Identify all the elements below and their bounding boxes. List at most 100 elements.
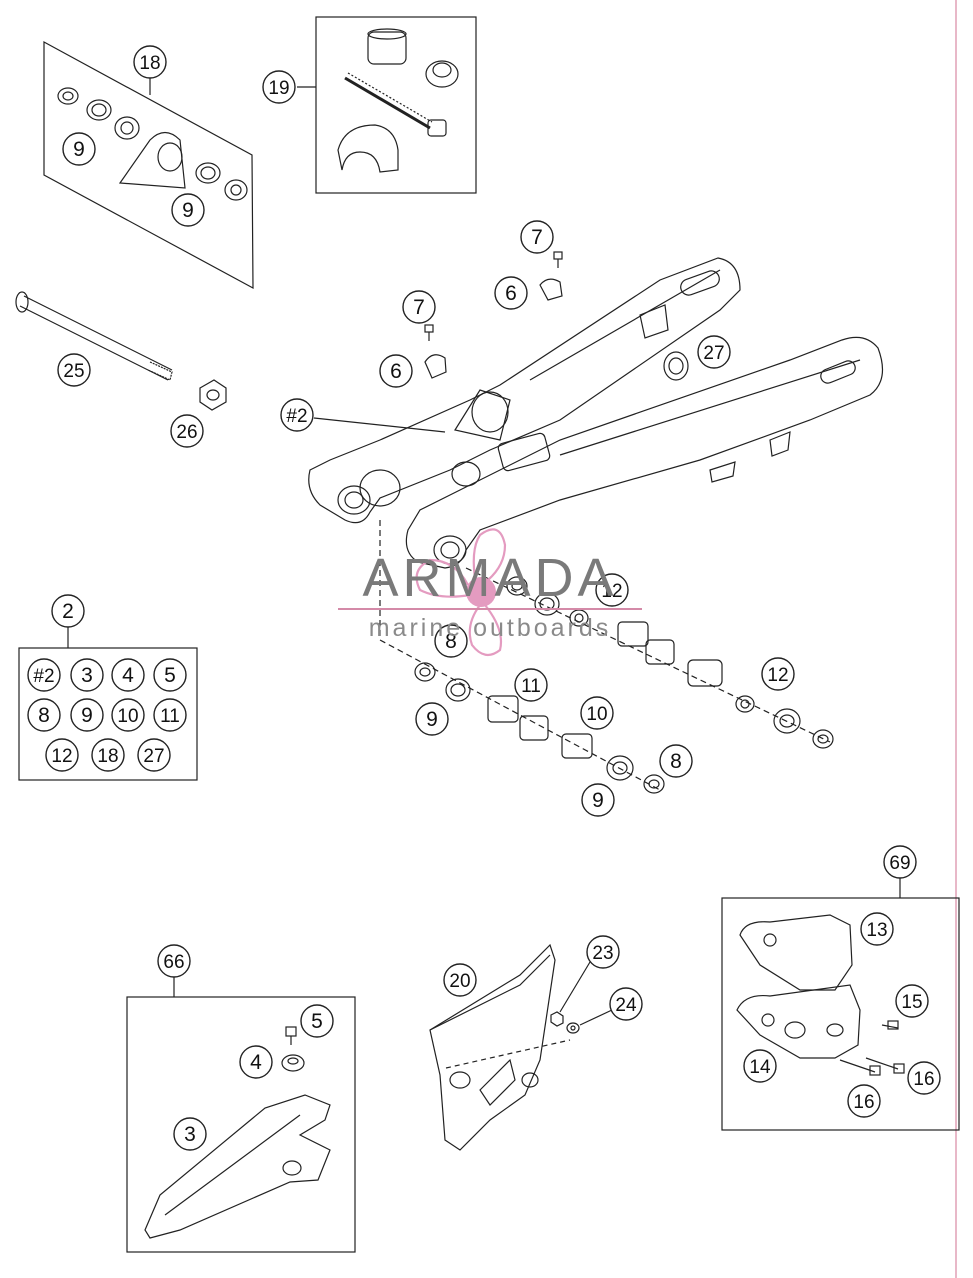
- chain-slider-parts: [144, 1026, 331, 1239]
- callout-p14-label: 14: [749, 1057, 771, 1078]
- callout-bear12a: 12: [595, 573, 629, 607]
- chain-guard-20: [429, 943, 571, 1151]
- kit18-frame: [43, 40, 254, 290]
- kit2-item-1: 3: [70, 658, 104, 692]
- kit2-item-4-label: 8: [38, 704, 50, 727]
- callout-p3: 3: [173, 1117, 207, 1151]
- kit18-parts: [57, 87, 248, 201]
- ring-27: [663, 351, 689, 381]
- kit69-frame: [721, 897, 960, 1131]
- callout-p16a-label: 16: [913, 1069, 934, 1090]
- swingarm: [308, 257, 884, 569]
- callout-kit18: 18: [133, 45, 167, 79]
- callout-p15-label: 15: [901, 992, 922, 1013]
- kit2-item-4: 8: [27, 698, 61, 732]
- callout-p15: 15: [895, 984, 929, 1018]
- callout-kit69: 69: [883, 845, 917, 879]
- kit2-item-7: 11: [153, 698, 187, 732]
- kit2-item-2-label: 4: [122, 664, 134, 687]
- kit19-frame: [315, 16, 477, 194]
- kit2-item-10: 27: [137, 738, 171, 772]
- callout-clip6b-label: 6: [390, 360, 402, 383]
- callout-ring27: 27: [697, 335, 731, 369]
- callout-clip6b: 6: [379, 354, 413, 388]
- kit2-item-2: 4: [111, 658, 145, 692]
- bearing-stack-upper: [465, 567, 834, 749]
- callout-p23: 23: [586, 935, 620, 969]
- callout-p5: 5: [300, 1004, 334, 1038]
- callout-p24: 24: [609, 987, 643, 1021]
- kit19-parts: [337, 28, 459, 173]
- kit2-item-1-label: 3: [81, 664, 93, 687]
- callout-kit18_p9a: 9: [62, 132, 96, 166]
- kit2-item-6-label: 10: [117, 706, 138, 727]
- callout-kit19: 19: [262, 70, 296, 104]
- callout-kit66: 66: [157, 944, 191, 978]
- kit66-frame: [126, 996, 356, 1253]
- callout-bolt7b-label: 7: [413, 296, 425, 319]
- callout-bear12a-label: 12: [601, 581, 622, 602]
- watermark-propeller-logo: [415, 528, 507, 657]
- kit2-item-0: #2: [27, 658, 61, 692]
- bolt-7a: [553, 251, 563, 268]
- callout-arm2: #2: [280, 398, 314, 432]
- callout-p24-label: 24: [615, 995, 637, 1016]
- callout-bear10: 10: [580, 696, 614, 730]
- callout-nut26-label: 26: [176, 422, 197, 443]
- callout-kit19-label: 19: [268, 78, 289, 99]
- callout-arm2-label: #2: [286, 406, 307, 427]
- callout-p13-label: 13: [866, 920, 887, 941]
- callout-bear12b-label: 12: [767, 665, 788, 686]
- callout-p5-label: 5: [311, 1010, 323, 1033]
- callout-p16a: 16: [907, 1061, 941, 1095]
- kit2-item-6: 10: [111, 698, 145, 732]
- callout-p23-label: 23: [592, 943, 613, 964]
- callout-p14: 14: [743, 1049, 777, 1083]
- callout-bear11: 11: [514, 668, 548, 702]
- clip-6b: [424, 354, 447, 379]
- callout-p20: 20: [443, 963, 477, 997]
- callout-p4: 4: [239, 1045, 273, 1079]
- watermark-propeller-hub: [466, 577, 496, 607]
- callout-bolt7a: 7: [520, 220, 554, 254]
- callout-bear9a: 9: [415, 702, 449, 736]
- kit2-item-7-label: 11: [160, 706, 180, 727]
- kit2-item-3-label: 5: [164, 664, 176, 687]
- kit2-frame: [18, 647, 198, 781]
- bolt-7b: [424, 324, 434, 341]
- kit2-item-9-label: 18: [97, 746, 118, 767]
- kit2-item-0-label: #2: [33, 666, 54, 687]
- callout-bear8b: 8: [659, 744, 693, 778]
- callout-nut26: 26: [170, 414, 204, 448]
- callout-kit18_p9a-label: 9: [73, 138, 85, 161]
- callout-kit2-label: 2: [62, 600, 74, 623]
- callout-bear12b: 12: [761, 657, 795, 691]
- callout-ring27-label: 27: [703, 343, 724, 364]
- callout-bear11-label: 11: [521, 676, 541, 697]
- callout-p20-label: 20: [449, 971, 470, 992]
- chain-guide-parts: [736, 914, 905, 1076]
- callout-kit18-label: 18: [139, 53, 160, 74]
- washer-24: [566, 1022, 580, 1034]
- callout-p3-label: 3: [184, 1123, 196, 1146]
- kit2-item-10-label: 27: [143, 746, 164, 767]
- callout-clip6a: 6: [494, 276, 528, 310]
- callout-kit18_p9b: 9: [171, 193, 205, 227]
- callout-bear8a-label: 8: [445, 630, 457, 653]
- callout-p16b-label: 16: [853, 1092, 874, 1113]
- callout-kit2: 2: [51, 594, 85, 628]
- kit2-item-3: 5: [153, 658, 187, 692]
- kit2-item-9: 18: [91, 738, 125, 772]
- callout-bolt7b: 7: [402, 290, 436, 324]
- kit2-item-8: 12: [45, 738, 79, 772]
- callout-p16b: 16: [847, 1084, 881, 1118]
- callout-clip6a-label: 6: [505, 282, 517, 305]
- clip-6a: [539, 278, 563, 301]
- callout-kit18_p9b-label: 9: [182, 199, 194, 222]
- kit2-item-5-label: 9: [81, 704, 93, 727]
- callout-axle25: 25: [57, 353, 91, 387]
- callout-p13: 13: [860, 912, 894, 946]
- callout-bear8b-label: 8: [670, 750, 682, 773]
- page-edge-line: [955, 0, 957, 1278]
